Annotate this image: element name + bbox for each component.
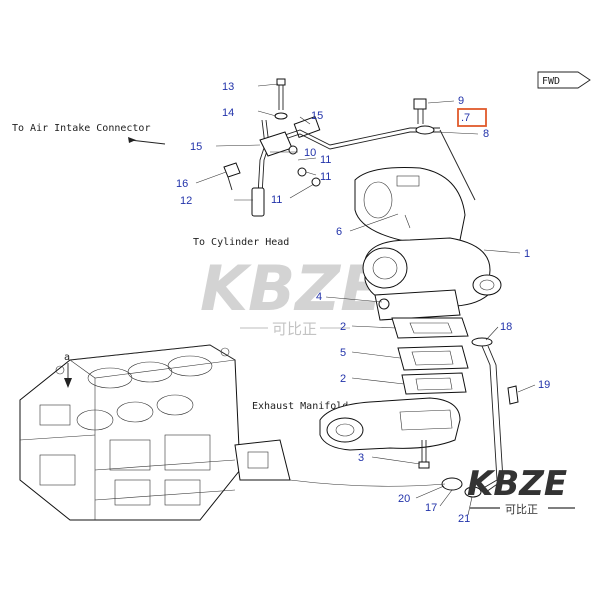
callout-11-lower: 11 [320, 171, 331, 183]
callout-11-bottom: 11 [271, 194, 282, 206]
callout-10: 10 [304, 147, 316, 159]
part-7-highlight-box [457, 108, 487, 127]
callout-8: 8 [483, 128, 489, 140]
fwd-label: FWD [542, 76, 560, 87]
callout-7: .7 [461, 112, 470, 124]
leader-lines [195, 83, 536, 516]
callout-13: 13 [222, 81, 234, 93]
fwd-marker: FWD [537, 71, 591, 89]
callout-14: 14 [222, 107, 234, 119]
callout-18: 18 [500, 321, 512, 333]
gasket-2-lower [401, 372, 467, 395]
air-intake-label: To Air Intake Connector [12, 123, 150, 134]
watermark-center: KBZE 可比正 [200, 252, 383, 338]
gasket-2-upper [391, 317, 469, 339]
callout-15-right: 15 [311, 110, 323, 122]
view-a-label: a [64, 352, 70, 363]
callout-12: 12 [180, 195, 192, 207]
callout-16: 16 [176, 178, 188, 190]
callout-1: 1 [524, 248, 530, 260]
spacer-5 [397, 345, 469, 371]
callout-19: 19 [538, 379, 550, 391]
watermark-corner-brand: KBZE [467, 464, 567, 504]
callout-21: 21 [458, 513, 470, 525]
oil-return-tube [441, 337, 519, 498]
callout-9: 9 [458, 95, 464, 107]
watermark-corner: KBZE 可比正 [467, 464, 575, 516]
turbocharger-1 [362, 237, 502, 321]
bolt-13 [274, 78, 288, 120]
bolt-3 [418, 440, 430, 469]
engine-block [19, 344, 291, 521]
exhaust-manifold [319, 397, 461, 451]
callout-3: 3 [358, 452, 364, 464]
callout-15-left: 15 [190, 141, 202, 153]
callout-2-lower: 2 [340, 373, 346, 385]
callout-numbers: 13 14 15 15 10 11 11 11 16 12 9 .7 8 6 1… [176, 81, 550, 525]
callout-6: 6 [336, 226, 342, 238]
heat-shield-6 [354, 167, 466, 246]
view-a-marker: a [64, 352, 72, 388]
callout-17: 17 [425, 502, 437, 514]
callout-2-upper: 2 [340, 321, 346, 333]
watermark-corner-sub: 可比正 [505, 503, 538, 516]
watermark-sub: 可比正 [272, 320, 317, 338]
exhaust-manifold-label: Exhaust Manifold [252, 401, 348, 412]
cylinder-head-label: To Cylinder Head [193, 237, 289, 248]
watermark-brand: KBZE [200, 252, 383, 325]
callout-5: 5 [340, 347, 346, 359]
callout-20: 20 [398, 493, 410, 505]
banjo-bolt-9 [413, 98, 476, 201]
callout-11-upper: 11 [320, 154, 331, 166]
callout-4: 4 [316, 291, 322, 303]
